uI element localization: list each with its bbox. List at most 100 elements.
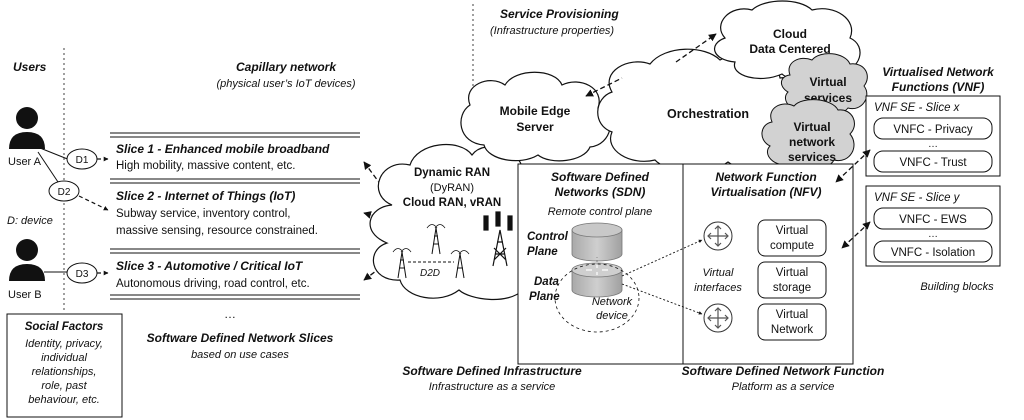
vnfc-ews (873, 207, 993, 230)
sdnf-title: Software Defined Network Function (682, 364, 885, 378)
slice2-desc: Subway service, inventory control, (116, 208, 291, 220)
mec-line1: Mobile Edge (500, 104, 571, 118)
vns-line1: Virtual (793, 120, 830, 134)
control-plane-line2: Plane (527, 246, 558, 258)
remote-control-plane-label: Remote control plane (548, 206, 653, 218)
vnfc-privacy-label: VNFC - Privacy (893, 124, 972, 136)
service-provisioning-subtitle: (Infrastructure properties) (490, 25, 614, 37)
service-provisioning-title: Service Provisioning (500, 7, 619, 21)
building-blocks-label: Building blocks (920, 281, 994, 293)
antenna-icon (392, 224, 470, 279)
virtual-network-line1: Virtual (776, 309, 808, 321)
device-note: D: device (7, 215, 53, 227)
social-factors-line: individual (41, 352, 87, 364)
social-factors-line: relationships, (32, 366, 97, 378)
slices-more: … (224, 307, 236, 321)
vns-line2: network (789, 135, 835, 149)
data-plane-cylinder (571, 262, 623, 298)
virtual-compute-line1: Virtual (776, 225, 808, 237)
social-factors-line: role, past (41, 380, 87, 392)
slice3-title: Slice 3 - Automotive / Critical IoT (116, 259, 304, 273)
slice-separators (110, 132, 360, 300)
cloud-dc-line2: Data Centered (749, 42, 830, 56)
virtual-storage-line2: storage (773, 282, 811, 294)
device-d2-label: D2 (58, 187, 71, 198)
slice2-desc: massive sensing, resource constrained. (116, 225, 318, 237)
cloud-dc-line1: Cloud (773, 27, 807, 41)
orchestration-label: Orchestration (667, 107, 749, 121)
user-a-icon (9, 107, 45, 149)
virtual-interfaces-line1: Virtual (703, 267, 735, 279)
vnfc-isolation-label: VNFC - Isolation (891, 247, 975, 259)
virtual-storage-box (757, 261, 827, 299)
virtual-compute-line2: compute (770, 240, 814, 252)
virtual-network-box (757, 303, 827, 341)
cell-tower-icon (483, 211, 513, 267)
device-d2 (48, 180, 80, 202)
d2d-label: D2D (420, 268, 440, 279)
network-device-line1: Network (592, 296, 633, 308)
nfv-title2: Virtualisation (NFV) (711, 185, 822, 199)
vnfc-ews-label: VNFC - EWS (899, 214, 967, 226)
users-heading: Users (13, 60, 47, 74)
vns-line3: services (788, 150, 836, 164)
arrow-orch-cloud (675, 33, 717, 63)
sdi-subtitle: Infrastructure as a service (429, 381, 556, 393)
vnf-x-dots: … (928, 139, 938, 150)
virtual-services-line1: Virtual (809, 75, 846, 89)
arrow-orch-mec (585, 77, 623, 97)
device-d3-label: D3 (76, 269, 89, 280)
router-icon (586, 265, 608, 275)
ran-line2: (DyRAN) (430, 182, 474, 194)
vnfc-isolation (873, 240, 993, 263)
control-plane-cylinder (571, 222, 623, 262)
vnfc-privacy (873, 117, 993, 140)
social-factors-box (6, 313, 123, 418)
virtual-interface-icon (703, 221, 733, 251)
nfv-title1: Network Function (715, 170, 816, 184)
sdns-subtitle: based on use cases (191, 349, 289, 361)
arrow-d2-slice2 (78, 195, 109, 211)
sdn-title2: Networks (SDN) (555, 185, 646, 199)
vnf-title2: Functions (VNF) (892, 80, 985, 94)
vnfc-trust (873, 150, 993, 173)
device-d1-label: D1 (76, 155, 89, 166)
vnf-y-dots: … (928, 229, 938, 240)
user-b-label: User B (8, 289, 42, 301)
virtual-interfaces-line2: interfaces (694, 282, 742, 294)
sdnf-subtitle: Platform as a service (732, 381, 835, 393)
data-plane-line1: Data (534, 276, 560, 288)
mec-line2: Server (516, 120, 554, 134)
control-plane-line1: Control (527, 231, 569, 243)
social-factors-line: Identity, privacy, (25, 338, 103, 350)
virtual-compute-box (757, 219, 827, 257)
user-b-icon (9, 239, 45, 281)
capillary-title: Capillary network (236, 60, 337, 74)
vnf-slice-x-label: VNF SE - Slice x (874, 102, 961, 114)
vnf-title1: Virtualised Network (882, 65, 995, 79)
arrow-vnf-y-nfv (841, 221, 871, 249)
virtual-storage-line1: Virtual (776, 267, 808, 279)
sdi-title: Software Defined Infrastructure (402, 364, 582, 378)
data-plane-line2: Plane (529, 291, 560, 303)
slice2-title: Slice 2 - Internet of Things (IoT) (116, 189, 295, 203)
user-a-label: User A (8, 156, 42, 168)
connector-user-a-d2 (37, 151, 61, 186)
virtual-network-line2: Network (771, 324, 813, 336)
ran-cloud (369, 143, 524, 301)
virtual-interface-icon (703, 303, 733, 333)
social-factors-line: behaviour, etc. (28, 394, 100, 406)
sdn-title1: Software Defined (551, 170, 650, 184)
link-dataplane-vif1 (621, 239, 703, 277)
network-device-line2: device (596, 310, 628, 322)
social-factors-title: Social Factors (25, 321, 104, 333)
slice3-desc: Autonomous driving, road control, etc. (116, 278, 310, 290)
slice1-title: Slice 1 - Enhanced mobile broadband (116, 142, 330, 156)
vnf-slice-y-label: VNF SE - Slice y (874, 192, 961, 204)
sdns-title: Software Defined Network Slices (147, 331, 334, 345)
virtual-services-cloud (781, 53, 868, 117)
ran-line1: Dynamic RAN (414, 167, 490, 179)
ran-line3: Cloud RAN, vRAN (403, 197, 501, 209)
connector-user-a-d1 (39, 147, 71, 161)
